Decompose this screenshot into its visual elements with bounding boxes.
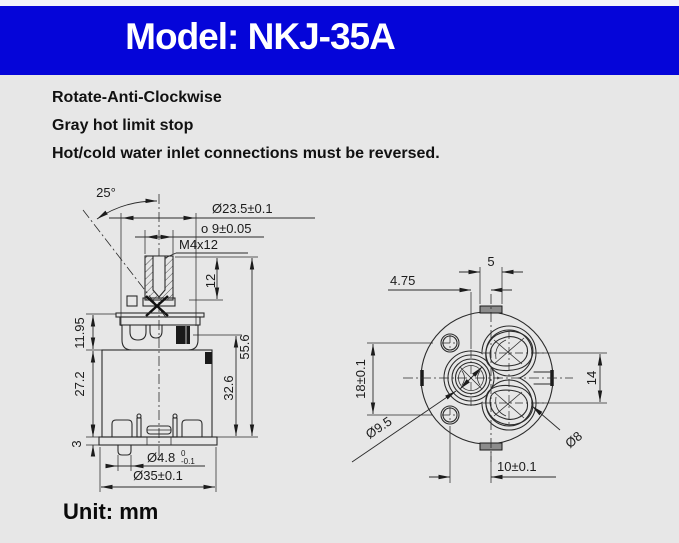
center-inlet-port: [451, 358, 491, 398]
dim-label-dia-body: Ø35±0.1: [133, 468, 183, 483]
mounting-holes: [440, 333, 460, 425]
base-plate: [98, 436, 218, 446]
unit-label: Unit: mm: [63, 499, 159, 524]
dim-label-stem-width: o 9±0.05: [201, 221, 252, 236]
dim-label-dia-8: Ø8: [562, 428, 585, 451]
alignment-pin: [117, 444, 132, 456]
dim-label-10: 10±0.1: [497, 459, 537, 474]
dim-label-5: 5: [487, 254, 494, 269]
top-strip: [0, 0, 679, 6]
side-view-drawing: 25°: [69, 185, 315, 492]
dim-label-55-6: 55.6: [237, 334, 252, 359]
header-banner: Model: NKJ-35A: [0, 6, 679, 75]
dim-label-angle: 25°: [96, 185, 116, 200]
body-clip: [205, 352, 212, 364]
dim-label-32-6: 32.6: [221, 375, 236, 400]
dim-label-dia-pin-tol-lower: -0.1: [181, 457, 195, 466]
dim-label-dia-pin: Ø4.8: [147, 450, 175, 465]
dim-label-11-95: 11.95: [72, 317, 87, 349]
dim-label-dia-flange: Ø23.5±0.1: [212, 201, 273, 216]
top-view-drawing: 4.75 5 18±0.1 14 Ø9.5 Ø8: [351, 254, 607, 483]
cartridge-body: [101, 349, 213, 438]
stem-bore: [152, 255, 166, 298]
dim-label-27-2: 27.2: [72, 371, 87, 396]
dim-label-dia-pin-tol-upper: 0: [181, 449, 186, 458]
dim-label-dia-9-5: Ø9.5: [363, 413, 395, 441]
upper-inlet-port: [485, 330, 534, 372]
page-title: Model: NKJ-35A: [125, 16, 396, 57]
black-seal-band: [176, 326, 190, 344]
note-line-3: Hot/cold water inlet connections must be…: [52, 145, 440, 162]
dim-label-18: 18±0.1: [353, 359, 368, 399]
note-line-1: Rotate-Anti-Clockwise: [52, 89, 222, 106]
dim-label-stem-length: 12: [203, 274, 218, 288]
note-line-2: Gray hot limit stop: [52, 117, 194, 134]
notes-block: Rotate-Anti-Clockwise Gray hot limit sto…: [52, 84, 440, 168]
dim-label-3: 3: [69, 440, 84, 447]
dim-label-thread: M4x12: [179, 237, 218, 252]
dim-label-4-75: 4.75: [390, 273, 415, 288]
dim-label-14: 14: [584, 371, 599, 385]
